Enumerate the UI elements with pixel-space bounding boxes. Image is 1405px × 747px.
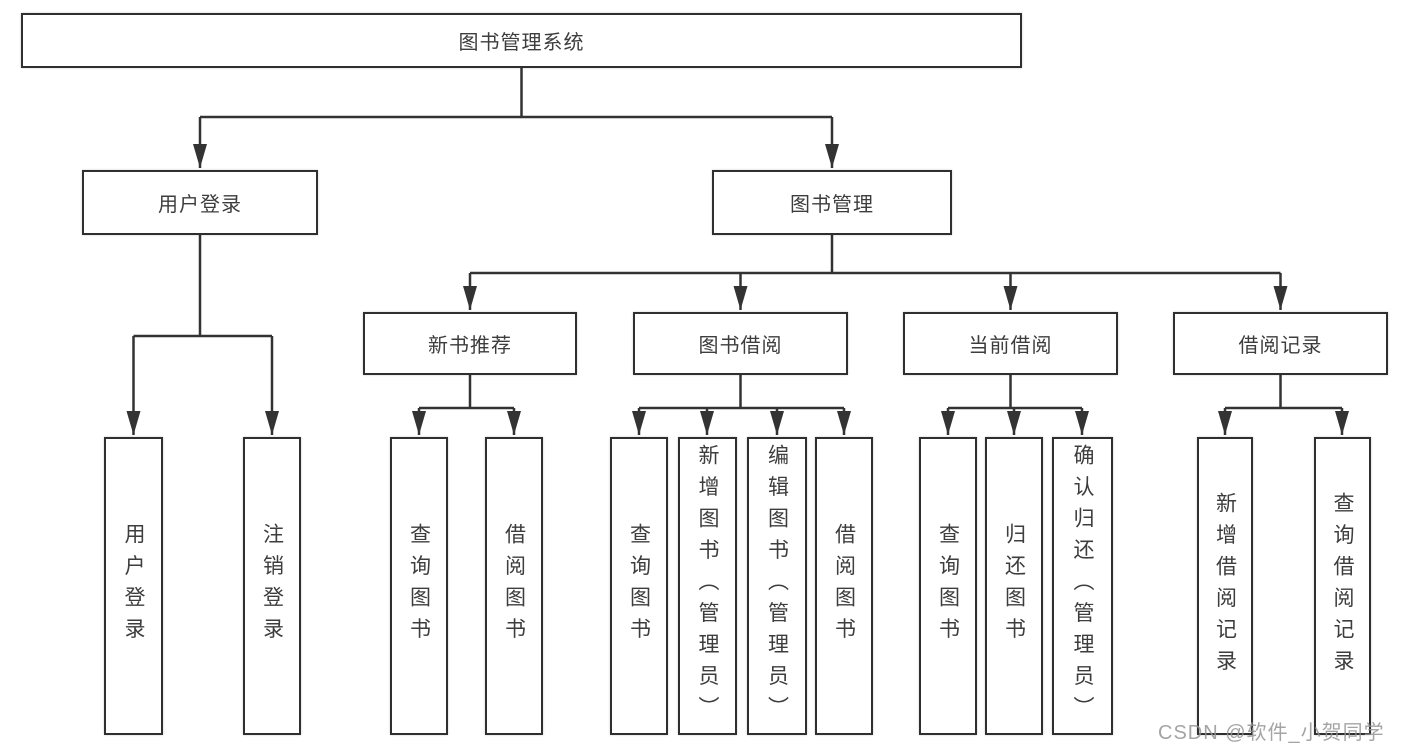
connector (133, 235, 272, 338)
leaf-current-confirm-return-admin: 确认归还（管理员） (1052, 437, 1113, 735)
connector (948, 375, 1082, 410)
leaf-borrow-query-books: 查询图书 (610, 437, 668, 735)
connector (470, 235, 1281, 275)
leaf-current-return-books: 归还图书 (985, 437, 1043, 735)
leaf-borrow-edit-book-admin: 编辑图书（管理员） (747, 437, 807, 735)
connector (1225, 375, 1342, 410)
node-book-borrow: 图书借阅 (633, 312, 848, 375)
connector-group (126, 68, 1349, 435)
connector (639, 375, 844, 410)
leaf-borrow-borrow-books: 借阅图书 (815, 437, 873, 735)
leaf-current-query-books: 查询图书 (919, 437, 977, 735)
leaf-records-add-record: 新增借阅记录 (1197, 437, 1253, 735)
leaf-user-login: 用户登录 (104, 437, 163, 735)
leaf-newbook-borrow-books: 借阅图书 (485, 437, 543, 735)
connector (419, 375, 514, 410)
node-current-borrow: 当前借阅 (903, 312, 1118, 375)
node-new-book-recommend: 新书推荐 (363, 312, 577, 375)
leaf-newbook-query-books: 查询图书 (390, 437, 448, 735)
node-root: 图书管理系统 (21, 13, 1022, 68)
node-book-management: 图书管理 (712, 170, 952, 235)
leaf-borrow-add-book-admin: 新增图书（管理员） (678, 437, 737, 735)
node-borrow-records: 借阅记录 (1173, 312, 1388, 375)
node-user-login: 用户登录 (82, 170, 318, 235)
leaf-logout: 注销登录 (243, 437, 301, 735)
connector (200, 68, 832, 119)
watermark: CSDN @软件_小贺同学 (1158, 722, 1385, 744)
leaf-records-query-record: 查询借阅记录 (1314, 437, 1371, 735)
